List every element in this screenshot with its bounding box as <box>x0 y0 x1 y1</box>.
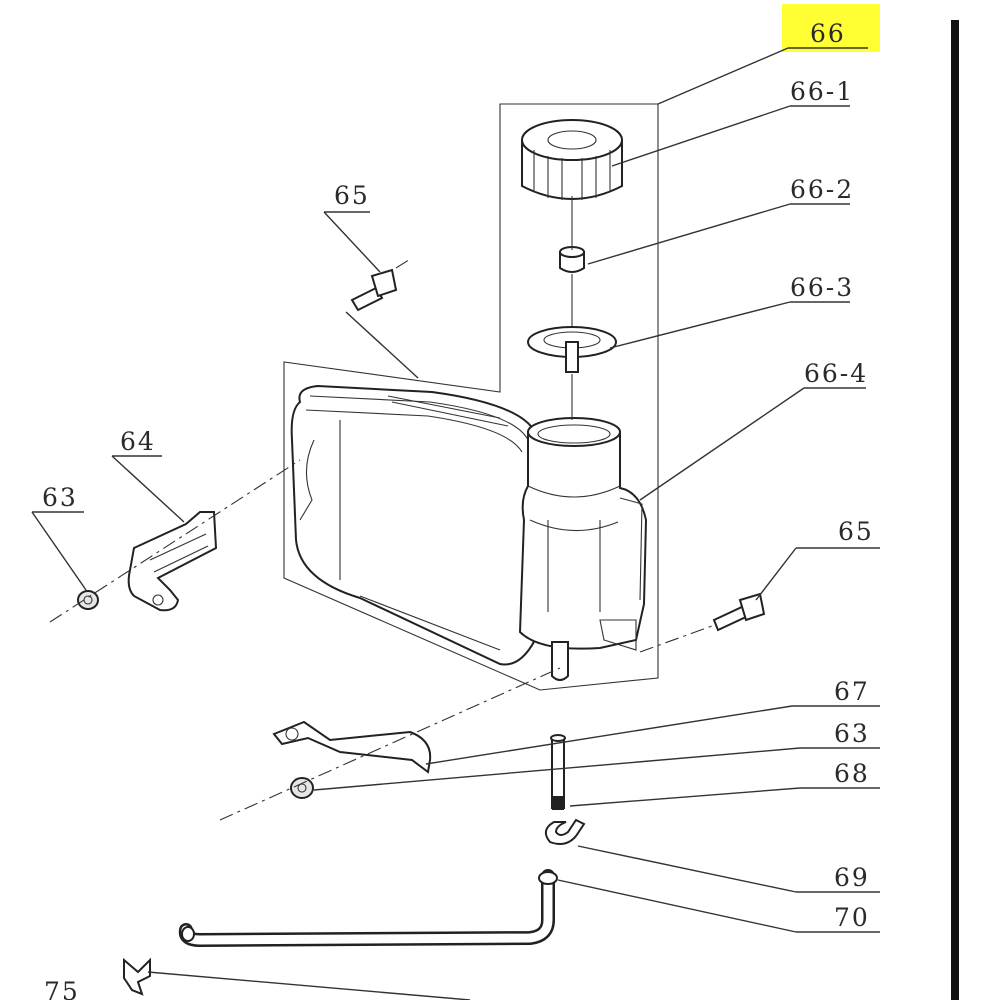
callout-66-2: 66-2 <box>790 175 854 204</box>
callout-leaders <box>31 47 880 1000</box>
callout-63-right: 63 <box>834 719 870 748</box>
callout-68: 68 <box>834 759 870 788</box>
callout-75: 75 <box>44 977 80 1000</box>
bracket-64 <box>127 511 218 612</box>
callout-66-highlight <box>782 4 880 52</box>
callout-65-right: 65 <box>838 517 874 546</box>
callout-64: 64 <box>120 427 156 456</box>
lower-bracket <box>272 720 432 774</box>
callout-66: 66 <box>810 19 846 48</box>
bolt-65-upper <box>350 257 413 312</box>
tank-cap <box>521 119 623 200</box>
fuel-hose-70 <box>178 869 558 948</box>
clamp-69 <box>544 818 586 845</box>
clip-75 <box>123 957 151 996</box>
assembly-outline <box>283 103 659 691</box>
bolt-65-right <box>712 592 766 632</box>
callout-70: 70 <box>834 903 870 932</box>
callout-63-left: 63 <box>42 483 78 512</box>
callout-66-3: 66-3 <box>790 273 854 302</box>
nut-63-left <box>77 590 99 610</box>
callout-67: 67 <box>834 677 870 706</box>
callout-66-4: 66-4 <box>804 359 868 388</box>
filler-neck <box>518 417 648 681</box>
cap-washer <box>527 326 617 373</box>
pin-67 <box>550 734 566 810</box>
cap-bushing <box>559 246 585 273</box>
callout-66-1: 66-1 <box>790 77 854 106</box>
nut-63-lower <box>290 777 314 799</box>
page-border-right <box>951 20 959 1000</box>
callout-69: 69 <box>834 863 870 892</box>
fuel-tank <box>290 384 536 666</box>
callout-65-top: 65 <box>334 181 370 210</box>
